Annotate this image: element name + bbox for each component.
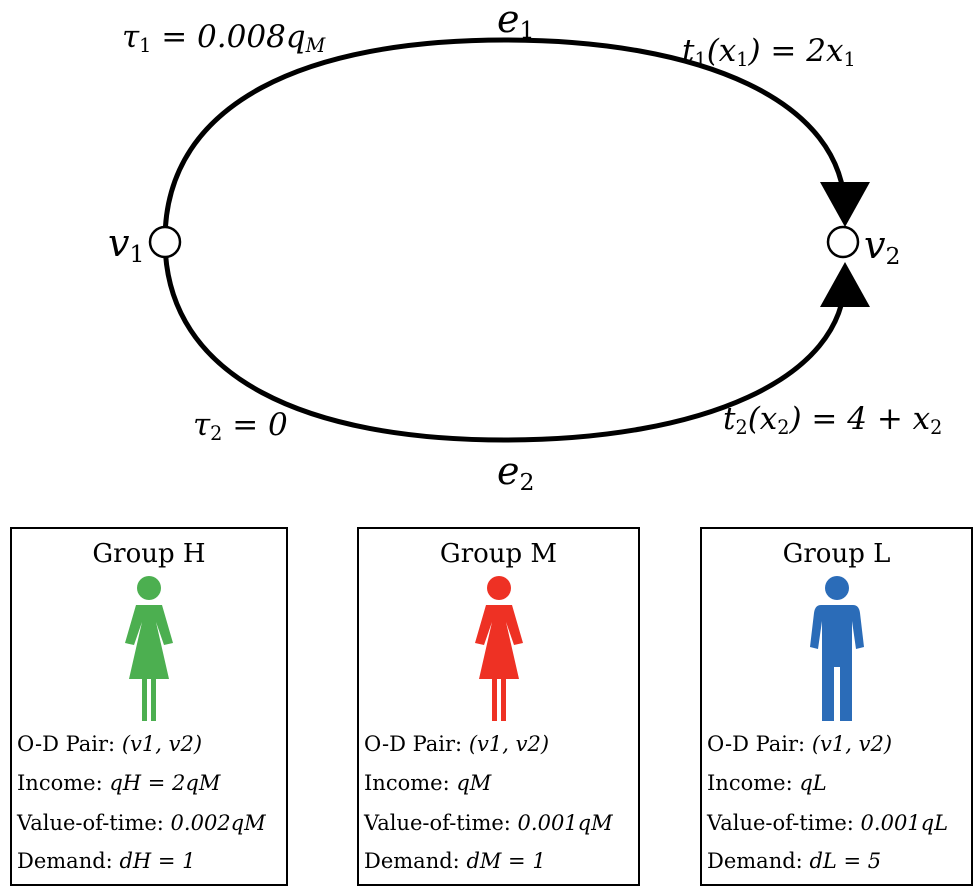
demand: Demand: dM = 1 [364,849,546,873]
latency-label-t1: t1(x1) = 2x1 [682,33,856,71]
income: Income: qH = 2qM [17,771,221,795]
node-v2 [826,225,860,259]
toll-label-tau1: τ1 = 0.008qM [122,19,326,57]
demand: Demand: dH = 1 [17,849,196,873]
toll-label-tau2: τ2 = 0 [193,407,288,445]
network-diagram [148,37,870,443]
node-label-v1: v1 [108,221,145,268]
od-pair: O-D Pair: (v1, v2) [17,732,203,756]
edge-label-e2: e2 [497,449,535,496]
node-v1 [148,225,182,259]
demand: Demand: dL = 5 [707,849,882,873]
latency-label-t2: t2(x2) = 4 + x2 [723,401,943,439]
node-label-v2: v2 [864,223,901,270]
value-of-time: Value-of-time: 0.001qL [707,811,949,835]
woman-icon [474,576,523,721]
od-pair: O-D Pair: (v1, v2) [364,732,550,756]
group-card-m: Group M O-D Pair: (v1, v2) Income: qM Va… [357,527,640,886]
value-of-time: Value-of-time: 0.002qM [17,811,266,835]
man-icon [809,576,864,721]
woman-icon [125,576,173,721]
group-title: Group M [439,539,558,569]
od-pair: O-D Pair: (v1, v2) [707,732,893,756]
group-title: Group H [92,539,206,569]
edge-e2 [162,239,870,443]
group-card-h: Group H O-D Pair: (v1, v2) Income: qH = … [10,527,288,886]
income: Income: qM [364,771,492,795]
edge-label-e1: e1 [497,0,535,44]
income: Income: qL [707,771,827,795]
group-card-l: Group L O-D Pair: (v1, v2) Income: qL Va… [700,527,973,886]
edge-e1 [162,37,870,241]
value-of-time: Value-of-time: 0.001qM [364,811,613,835]
group-title: Group L [782,539,891,569]
